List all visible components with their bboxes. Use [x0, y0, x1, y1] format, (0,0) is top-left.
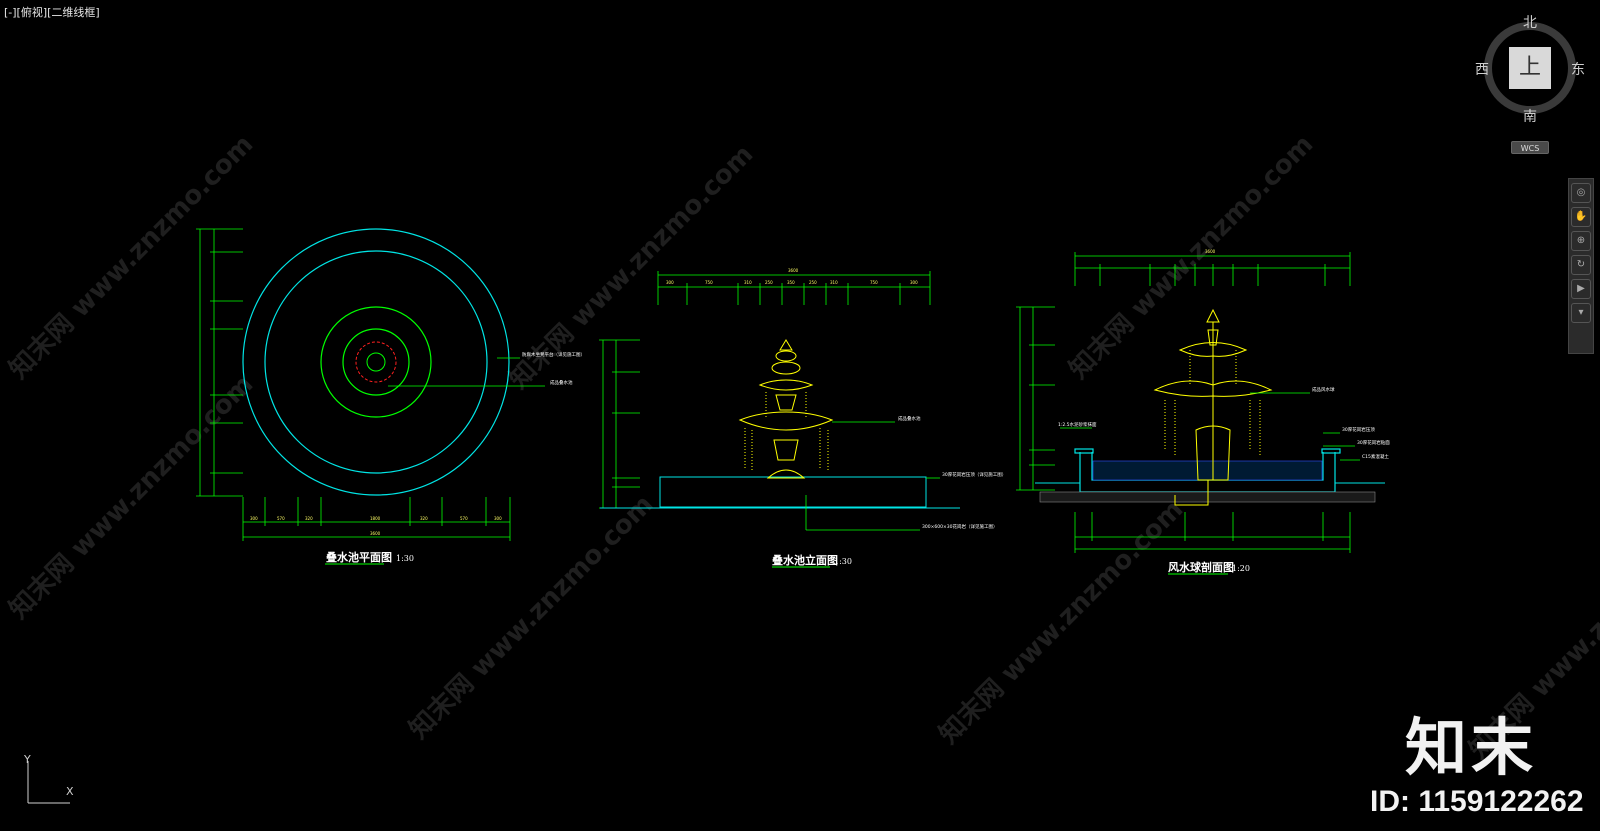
viewcube-widget[interactable]: 上 北 南 西 东	[1475, 15, 1585, 125]
ucs-y-label: Y	[23, 755, 31, 766]
svg-text:3600: 3600	[788, 268, 799, 273]
elevation-view: 3600 300 750 310 250 350 250 310 750 300	[599, 268, 1006, 568]
elevation-scale: 1:30	[834, 557, 852, 566]
svg-text:310: 310	[830, 280, 838, 285]
svg-text:300×600×30花岗岩（详见施工图）: 300×600×30花岗岩（详见施工图）	[922, 523, 997, 530]
navbar-settings-icon[interactable]: ▾	[1571, 303, 1591, 323]
svg-text:350: 350	[787, 280, 795, 285]
watermark-text: 知末网 www.znzmo.com	[1064, 129, 1319, 384]
elevation-title: 叠水池立面图	[772, 553, 838, 567]
svg-text:30厚花岗岩贴面: 30厚花岗岩贴面	[1357, 439, 1390, 446]
svg-text:1:2.5水泥砂浆抹面: 1:2.5水泥砂浆抹面	[1058, 421, 1097, 428]
svg-text:30厚花岗岩压顶: 30厚花岗岩压顶	[1342, 426, 1375, 433]
watermark-text: 知末网 www.znzmo.com	[4, 129, 259, 384]
svg-text:成品叠水池: 成品叠水池	[898, 415, 921, 422]
section-view: 3600	[1016, 249, 1390, 575]
svg-text:310: 310	[744, 280, 752, 285]
steering-wheel-icon[interactable]: ◎	[1571, 183, 1591, 203]
compass-east[interactable]: 东	[1571, 62, 1585, 78]
svg-text:3600: 3600	[370, 531, 381, 536]
plan-scale: 1:30	[396, 554, 414, 563]
compass-north[interactable]: 北	[1523, 15, 1537, 31]
viewcube-compass-ring[interactable]	[1484, 22, 1576, 114]
svg-text:250: 250	[809, 280, 817, 285]
svg-text:300: 300	[666, 280, 674, 285]
ucs-x-label: X	[66, 785, 74, 798]
svg-text:30厚花岗岩压顶（详见施工图）: 30厚花岗岩压顶（详见施工图）	[942, 471, 1006, 478]
watermark-layer: 知末网 www.znzmo.com 知末网 www.znzmo.com 知末网 …	[4, 129, 1600, 764]
viewcube-top-face[interactable]: 上	[1509, 47, 1551, 89]
svg-text:570: 570	[277, 516, 285, 521]
showmotion-icon[interactable]: ▶	[1571, 279, 1591, 299]
svg-text:防腐木坐凳平台（详见施工图）: 防腐木坐凳平台（详见施工图）	[522, 351, 585, 358]
svg-text:570: 570	[460, 516, 468, 521]
compass-west[interactable]: 西	[1475, 62, 1489, 78]
svg-text:300: 300	[910, 280, 918, 285]
compass-south[interactable]: 南	[1523, 109, 1537, 125]
svg-text:300: 300	[250, 516, 258, 521]
svg-text:300: 300	[494, 516, 502, 521]
svg-text:成品叠水池: 成品叠水池	[550, 379, 573, 386]
section-title: 风水球剖面图	[1168, 560, 1234, 574]
pan-icon[interactable]: ✋	[1571, 207, 1591, 227]
wcs-dropdown-button[interactable]: WCS	[1511, 141, 1549, 154]
zoom-extents-icon[interactable]: ⊕	[1571, 231, 1591, 251]
viewport-label[interactable]: [-][俯视][二维线框]	[4, 6, 100, 19]
svg-text:250: 250	[765, 280, 773, 285]
watermark-brand: 知末	[1405, 711, 1538, 784]
watermark-text: 知末网 www.znzmo.com	[4, 369, 259, 624]
svg-text:320: 320	[305, 516, 313, 521]
watermark-id: ID: 1159122262	[1370, 785, 1584, 818]
svg-text:3600: 3600	[1205, 249, 1216, 254]
orbit-icon[interactable]: ↻	[1571, 255, 1591, 275]
navigation-bar: ◎ ✋ ⊕ ↻ ▶ ▾	[1568, 178, 1594, 354]
svg-text:成品风水球: 成品风水球	[1312, 386, 1335, 393]
svg-text:320: 320	[420, 516, 428, 521]
plan-title: 叠水池平面图	[326, 550, 392, 564]
svg-text:1800: 1800	[370, 516, 381, 521]
watermark-text: 知末网 www.znzmo.com	[934, 494, 1189, 749]
plan-view: 防腐木坐凳平台（详见施工图） 成品叠水池 300 570 320 1800 320 5…	[196, 228, 585, 565]
ucs-icon: Y X	[23, 755, 74, 804]
svg-text:C15素混凝土: C15素混凝土	[1362, 453, 1389, 460]
watermark-text: 知末网 www.znzmo.com	[404, 489, 659, 744]
svg-text:750: 750	[870, 280, 878, 285]
svg-text:750: 750	[705, 280, 713, 285]
section-scale: 1:20	[1232, 564, 1250, 573]
